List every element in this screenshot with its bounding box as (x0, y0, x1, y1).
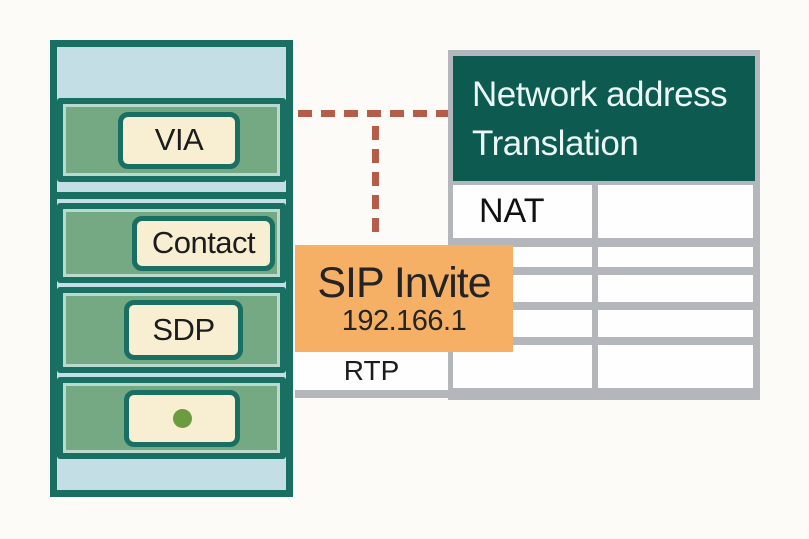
table-cell-empty (453, 345, 592, 388)
contact-field-box: Contact (132, 215, 275, 271)
nat-table-header: Network address Translation (453, 56, 755, 181)
packet-row-contact: Contact (57, 203, 286, 283)
table-cell-empty (598, 247, 753, 267)
packet-row-media (57, 377, 286, 459)
packet-section-divider (50, 192, 293, 199)
rtp-label: RTP (343, 355, 400, 386)
sip-packet-stack: VIA Contact SDP (50, 40, 293, 497)
media-field-box (124, 389, 240, 447)
dashed-connector-vertical (372, 126, 379, 235)
packet-row-via: VIA (57, 98, 286, 182)
nat-table-title: Network address Translation (472, 74, 728, 163)
nat-table: Network address Translation NAT (448, 50, 760, 400)
sip-invite-title: SIP Invite (317, 259, 491, 307)
dashed-connector-horizontal (298, 110, 450, 117)
contact-label: Contact (151, 225, 256, 260)
table-cell-empty (598, 275, 753, 302)
table-cell-empty (598, 345, 753, 388)
sip-invite-address: 192.166.1 (341, 305, 467, 337)
green-dot-icon (172, 408, 192, 428)
rtp-cell: RTP (295, 352, 448, 398)
sdp-field-box: SDP (124, 300, 243, 360)
nat-cell: NAT (453, 185, 592, 238)
via-label: VIA (154, 122, 204, 157)
packet-row-sdp: SDP (57, 287, 286, 373)
sdp-label: SDP (152, 312, 215, 347)
table-cell-empty (598, 310, 753, 337)
via-field-box: VIA (118, 111, 240, 169)
sip-invite-box: SIP Invite 192.166.1 (295, 245, 513, 352)
table-cell-empty (598, 185, 753, 238)
